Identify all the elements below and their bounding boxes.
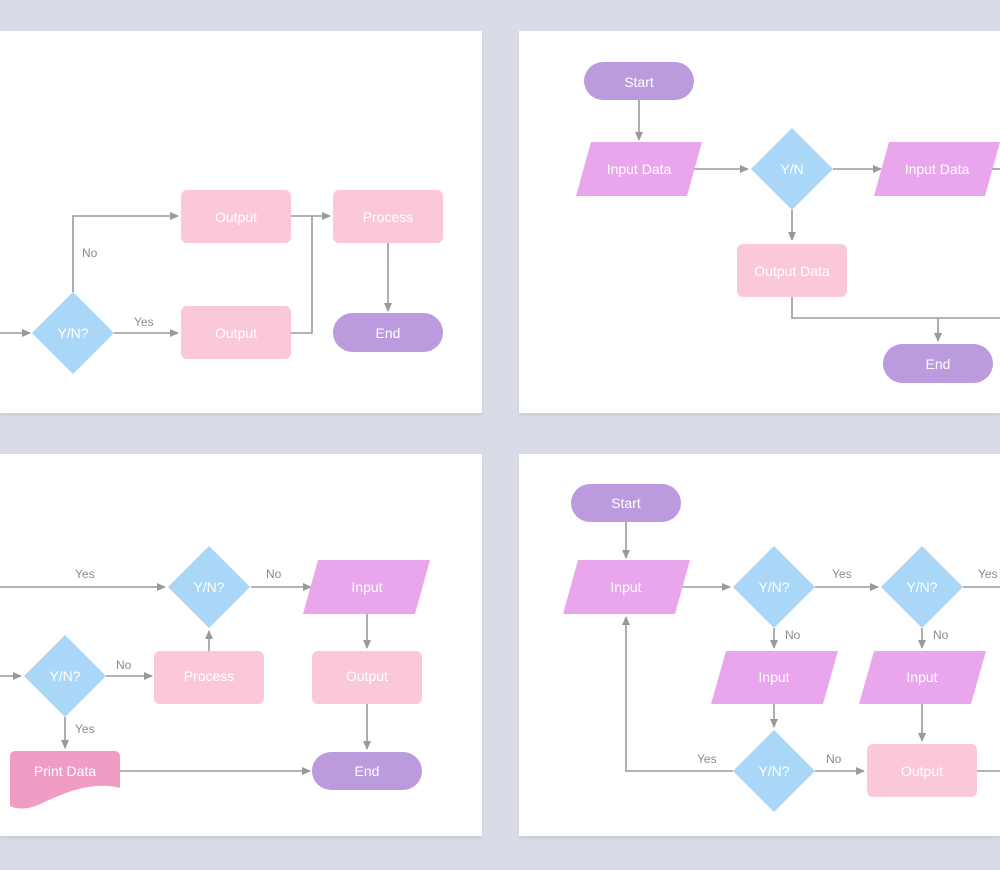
input-node[interactable]: Input: [303, 560, 430, 614]
end-terminal[interactable]: End: [312, 752, 422, 790]
process-label: Process: [184, 668, 235, 684]
decision-node[interactable]: Y/N?: [168, 546, 250, 628]
print-data-document[interactable]: Print Data: [10, 751, 120, 809]
input-node[interactable]: Input: [711, 651, 838, 704]
output-label: Output: [901, 763, 943, 779]
decision-node[interactable]: Y/N?: [881, 546, 963, 628]
edge-label-yes: Yes: [75, 722, 95, 736]
panel2-connectors: [635, 100, 1000, 342]
panel1-connectors: [0, 212, 392, 337]
input-data-label: Input Data: [905, 161, 970, 177]
decision-node[interactable]: Y/N: [751, 128, 833, 210]
connector: [791, 297, 1000, 319]
output-label: Output: [346, 668, 388, 684]
decision-node[interactable]: Y/N?: [733, 546, 815, 628]
output-data-node[interactable]: Output Data: [737, 244, 847, 297]
decision-label: Y/N?: [57, 325, 88, 341]
decision-node[interactable]: Y/N?: [32, 292, 114, 374]
end-label: End: [926, 356, 951, 372]
edge-label-no: No: [116, 658, 132, 672]
edge-label-no: No: [785, 628, 801, 642]
edge-label-yes: Yes: [134, 315, 154, 329]
edge-label-no: No: [933, 628, 949, 642]
edge-label-no: No: [82, 246, 98, 260]
output-data-label: Output Data: [754, 263, 830, 279]
input-node[interactable]: Input: [563, 560, 690, 614]
input-label: Input: [351, 579, 382, 595]
edge-label-yes: Yes: [832, 567, 852, 581]
process-node[interactable]: Process: [333, 190, 443, 243]
panel4-connectors: [622, 522, 1000, 775]
end-terminal[interactable]: End: [883, 344, 993, 383]
process-node[interactable]: Process: [154, 651, 264, 704]
connector: [291, 216, 313, 334]
input-data-node[interactable]: Input Data: [874, 142, 1000, 196]
decision-label: Y/N?: [906, 579, 937, 595]
input-data-node[interactable]: Input Data: [576, 142, 702, 196]
input-label: Input: [906, 669, 937, 685]
decision-label: Y/N?: [758, 579, 789, 595]
output-node[interactable]: Output: [312, 651, 422, 704]
edge-label-no: No: [266, 567, 282, 581]
decision-label: Y/N?: [758, 763, 789, 779]
process-label: Process: [363, 209, 414, 225]
panel3-connectors: [0, 583, 371, 775]
decision-label: Y/N: [780, 161, 803, 177]
connector-yes-loop: [622, 616, 733, 772]
input-label: Input: [758, 669, 789, 685]
decision-node[interactable]: Y/N?: [733, 730, 815, 812]
input-label: Input: [610, 579, 641, 595]
output-node[interactable]: Output: [867, 744, 977, 797]
end-label: End: [376, 325, 401, 341]
end-terminal[interactable]: End: [333, 313, 443, 352]
output-label: Output: [215, 325, 257, 341]
input-node[interactable]: Input: [859, 651, 986, 704]
start-label: Start: [624, 74, 654, 90]
output-label: Output: [215, 209, 257, 225]
start-terminal[interactable]: Start: [584, 62, 694, 100]
edge-label-no: No: [826, 752, 842, 766]
decision-node[interactable]: Y/N?: [24, 635, 106, 717]
print-data-label: Print Data: [34, 763, 96, 779]
output-node[interactable]: Output: [181, 190, 291, 243]
start-label: Start: [611, 495, 641, 511]
edge-label-yes: Yes: [697, 752, 717, 766]
input-data-label: Input Data: [607, 161, 672, 177]
edge-label-yes: Yes: [978, 567, 998, 581]
edge-label-yes: Yes: [75, 567, 95, 581]
end-label: End: [355, 763, 380, 779]
decision-label: Y/N?: [49, 668, 80, 684]
start-terminal[interactable]: Start: [571, 484, 681, 522]
output-node[interactable]: Output: [181, 306, 291, 359]
decision-label: Y/N?: [193, 579, 224, 595]
connector-no: [72, 212, 179, 292]
